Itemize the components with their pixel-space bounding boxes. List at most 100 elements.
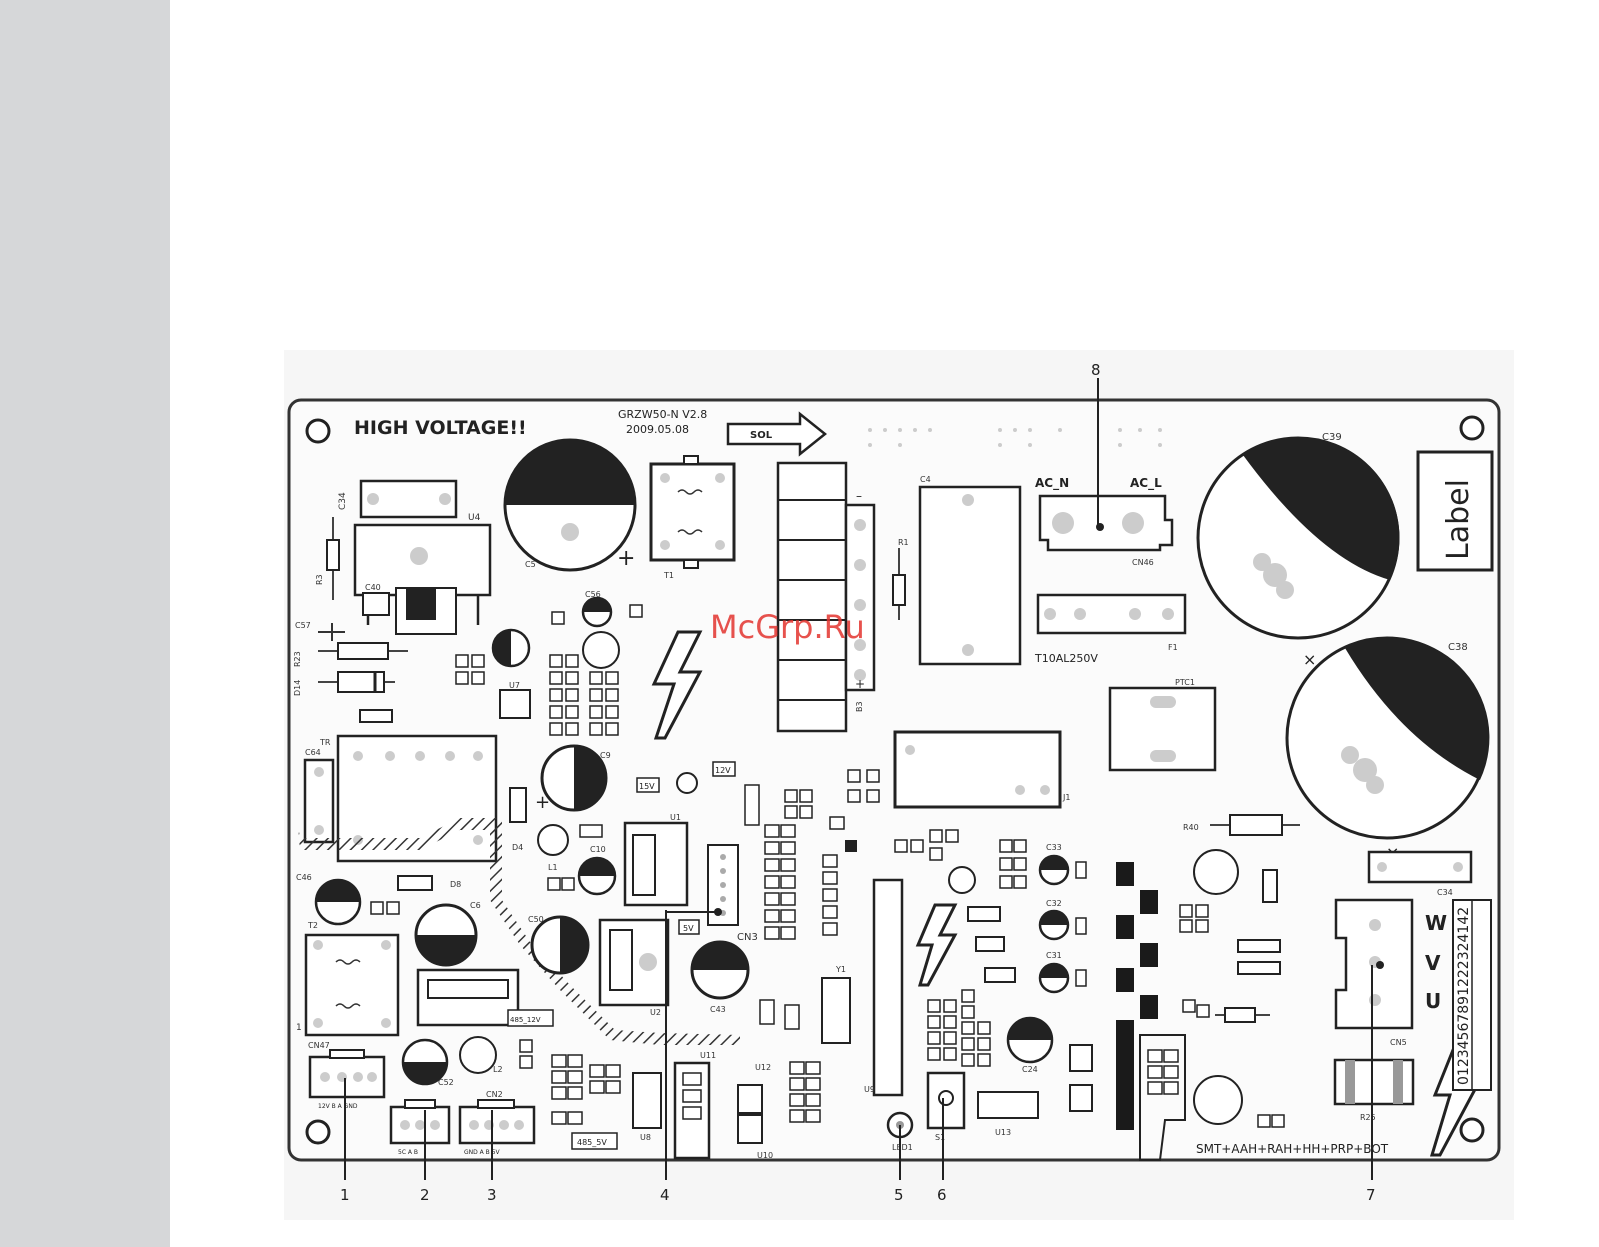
svg-text:U13: U13: [995, 1128, 1011, 1137]
crystal-y1: [821, 977, 851, 1044]
svg-text:Label: Label: [1441, 479, 1476, 560]
date-text: 2009.05.08: [626, 423, 689, 436]
ic-u9: [872, 878, 904, 1097]
svg-text:U12: U12: [755, 1063, 771, 1072]
svg-text:D8: D8: [450, 880, 461, 889]
svg-text:C5: C5: [525, 560, 536, 569]
svg-text:TR: TR: [319, 738, 331, 747]
svg-text:PTC1: PTC1: [1175, 678, 1195, 687]
relay-j1: [893, 730, 1062, 809]
svg-text:J1: J1: [1062, 793, 1070, 802]
svg-text:F1: F1: [1168, 643, 1178, 652]
callout-8: 8: [1091, 361, 1101, 379]
ac-connector[interactable]: [1038, 494, 1174, 552]
svg-text:CN46: CN46: [1132, 558, 1154, 567]
svg-text:CN2: CN2: [486, 1090, 503, 1099]
svg-text:T1: T1: [663, 571, 674, 580]
svg-text:AC_L: AC_L: [1130, 476, 1162, 491]
lightning-icon-1: [651, 630, 703, 740]
mount-hole-br: [1459, 1117, 1485, 1143]
svg-text:L1: L1: [548, 863, 558, 872]
callout-7: 7: [1366, 1186, 1376, 1204]
smd-grid-3: [894, 829, 1027, 1067]
svg-text:12V B A GND: 12V B A GND: [318, 1103, 358, 1110]
svg-text:C34: C34: [338, 492, 348, 510]
label-box: [1416, 450, 1494, 572]
svg-text:1: 1: [296, 1023, 302, 1033]
smd-grid-2: [744, 769, 880, 940]
svg-text:R3: R3: [315, 574, 324, 585]
cap-c4: [918, 485, 1022, 666]
svg-text:C38: C38: [1448, 642, 1468, 653]
svg-text:C40: C40: [365, 583, 381, 592]
svg-text:+: +: [617, 546, 635, 571]
svg-text:U7: U7: [509, 681, 520, 690]
regulator-tab: [406, 588, 436, 620]
svg-text:CN3: CN3: [737, 932, 758, 943]
svg-text:U11: U11: [700, 1051, 716, 1060]
caps-c31-c33: [1038, 854, 1070, 994]
svg-text:C34: C34: [1437, 888, 1453, 897]
svg-text:U9: U9: [864, 1085, 875, 1094]
svg-text:C64: C64: [305, 748, 321, 757]
callout-2: 2: [420, 1186, 430, 1204]
svg-text:AC_N: AC_N: [1035, 476, 1069, 491]
svg-text:R23: R23: [293, 651, 302, 667]
mount-hole-tr: [1459, 415, 1485, 441]
callout-leaders: [344, 378, 1373, 1180]
svg-text:C50: C50: [528, 915, 544, 924]
callout-4: 4: [660, 1186, 670, 1204]
svg-text:C24: C24: [1022, 1065, 1038, 1074]
callout-6: 6: [937, 1186, 947, 1204]
svg-text:U10: U10: [757, 1151, 773, 1160]
transformer-t2: [304, 933, 400, 1037]
svg-text:U8: U8: [640, 1133, 651, 1142]
svg-text:C43: C43: [710, 1005, 726, 1014]
svg-text:SMT+AAH+RAH+HH+PRP+BOT: SMT+AAH+RAH+HH+PRP+BOT: [1196, 1142, 1389, 1156]
svg-text:C10: C10: [590, 845, 606, 854]
svg-text:LED1: LED1: [892, 1143, 913, 1152]
smd-grid-1: [455, 604, 643, 736]
svg-text:L2: L2: [493, 1065, 503, 1074]
svg-text:C9: C9: [600, 751, 611, 760]
sol-arrow-icon: [726, 411, 828, 457]
svg-text:D4: D4: [512, 843, 523, 852]
isolation-hatch: [298, 818, 740, 1045]
svg-text:S1: S1: [935, 1133, 945, 1142]
callout-1: 1: [340, 1186, 350, 1204]
svg-text:T2: T2: [307, 921, 318, 930]
mount-hole-tl: [305, 418, 331, 444]
svg-text:CN47: CN47: [308, 1041, 330, 1050]
callout-3: 3: [487, 1186, 497, 1204]
svg-text:U1: U1: [670, 813, 681, 822]
svg-text:12V: 12V: [715, 766, 731, 775]
svg-text:485_12V: 485_12V: [510, 1016, 541, 1024]
model-text: GRZW50-N V2.8: [618, 408, 707, 421]
sidebar-strip: [0, 0, 170, 1247]
cap-c38: [1285, 636, 1490, 840]
svg-text:V: V: [1425, 951, 1441, 975]
svg-text:C6: C6: [470, 901, 481, 910]
svg-text:C33: C33: [1046, 843, 1062, 852]
svg-text:C46: C46: [296, 873, 312, 882]
svg-text:C31: C31: [1046, 951, 1062, 960]
high-voltage-text: HIGH VOLTAGE!!: [354, 417, 527, 439]
svg-text:C57: C57: [295, 621, 311, 630]
svg-text:C32: C32: [1046, 899, 1062, 908]
svg-text:01234567891222324142: 01234567891222324142: [1456, 907, 1472, 1085]
svg-text:CN5: CN5: [1390, 1038, 1407, 1047]
svg-text:R40: R40: [1183, 823, 1199, 832]
lightning-icon-2: [915, 903, 958, 987]
svg-text:U4: U4: [468, 513, 481, 523]
svg-text:D14: D14: [293, 680, 302, 696]
svg-text:R25: R25: [1360, 1113, 1376, 1122]
svg-text:C39: C39: [1322, 432, 1342, 443]
heatsink-module: [776, 461, 876, 733]
svg-text:C56: C56: [585, 590, 601, 599]
sol-text: SOL: [750, 430, 773, 441]
svg-text:R1: R1: [898, 538, 909, 547]
svg-text:5C A B: 5C A B: [398, 1149, 418, 1156]
svg-text:C52: C52: [438, 1078, 454, 1087]
svg-text:×: ×: [1303, 650, 1316, 669]
svg-text:U: U: [1425, 989, 1441, 1013]
